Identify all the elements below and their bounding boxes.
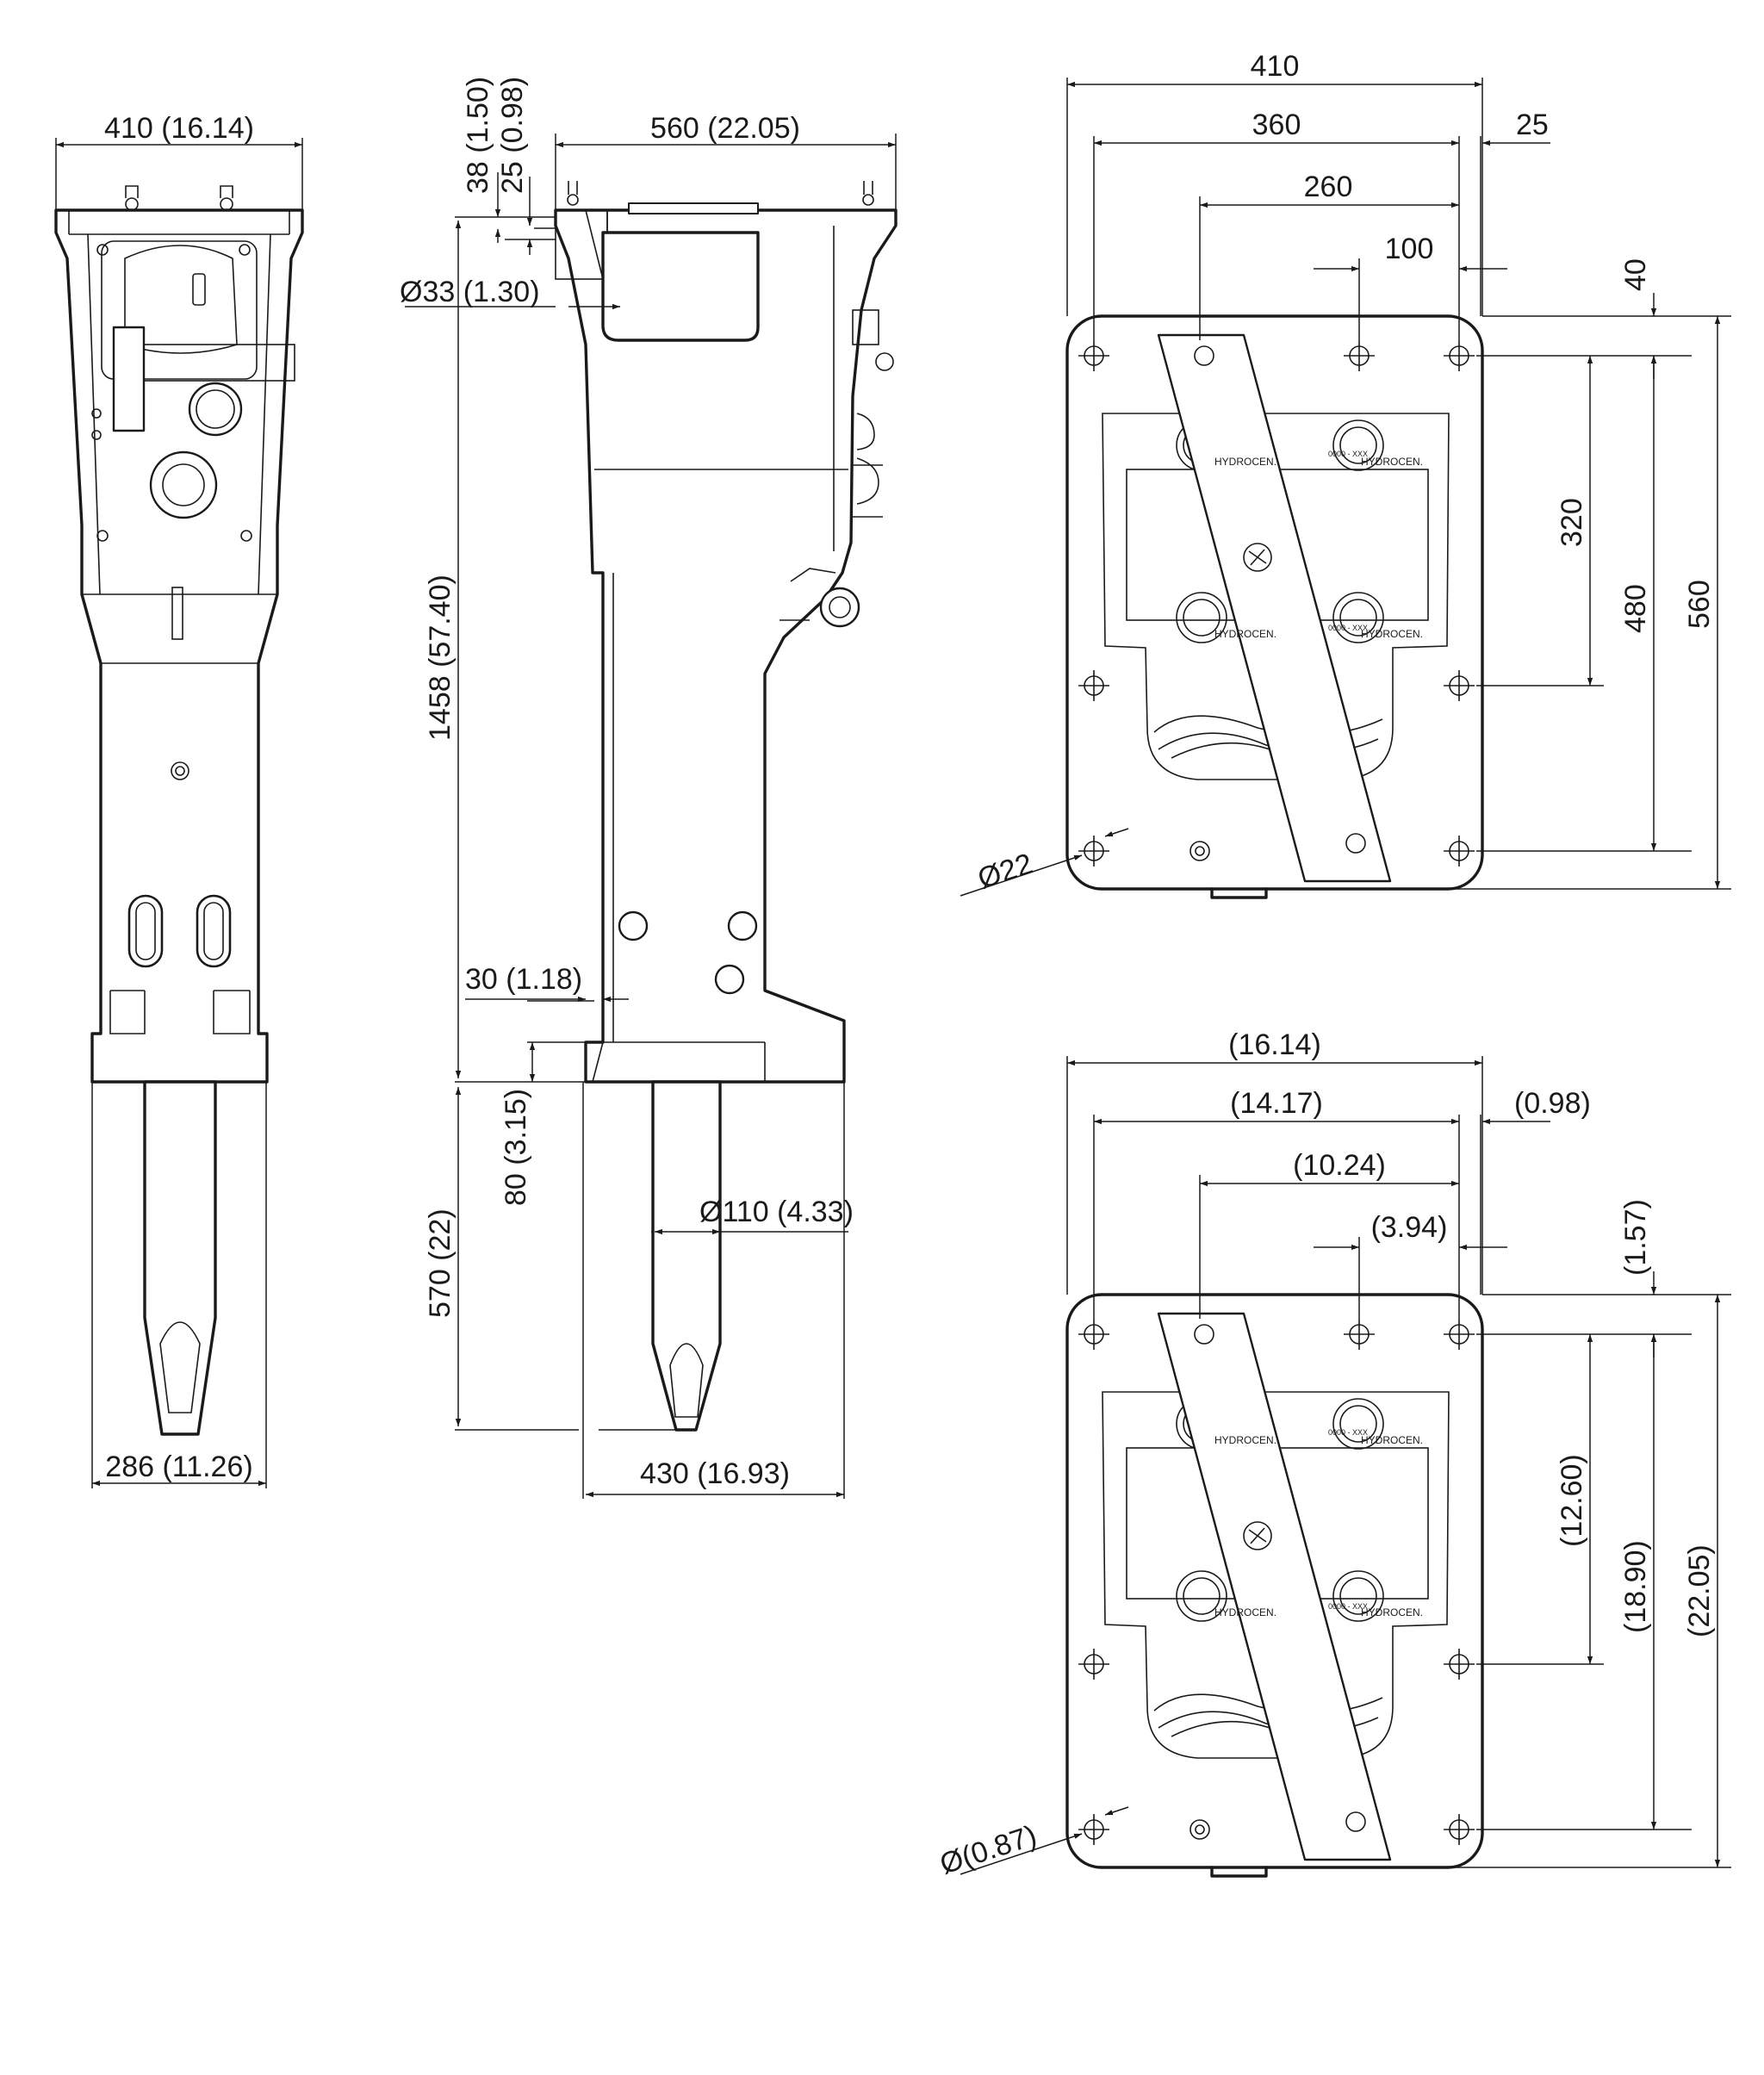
plate-edge-offset: 25 [1516,109,1549,141]
code-br: 0000 - XXX [1328,624,1368,632]
plate-overall-width: 410 [1251,50,1300,83]
plate-top-offset: 40 [1619,258,1652,291]
front-view: 410 (16.14) 286 (11.26) [54,112,304,1488]
side-tool-length: 570 (22) [424,1208,457,1318]
side-wall: 30 (1.18) [465,963,582,996]
side-body-height: 1458 (57.40) [424,575,457,741]
plate-overall-height: (22.05) [1683,1544,1716,1637]
plate-hole-span-2: 480 [1619,584,1652,633]
stamp-br: HYDROCEN. [1361,628,1423,640]
stamp-bl: HYDROCEN. [1214,1606,1276,1618]
code-br: 0000 - XXX [1328,1602,1368,1611]
plate-hole-span-2: (18.90) [1619,1540,1652,1633]
side-collar: 80 (3.15) [500,1089,532,1206]
plate-edge-offset: (0.98) [1514,1087,1591,1120]
plate-inner-span: (10.24) [1293,1149,1386,1182]
code-tr: 0000 - XXX [1328,1428,1368,1437]
mounting-plate-in: HYDROCEN. HYDROCEN. HYDROCEN. HYDROCEN. … [936,1028,1733,1881]
code-tr: 0000 - XXX [1328,450,1368,458]
plate-overall-width: (16.14) [1228,1028,1321,1061]
stamp-tl: HYDROCEN. [1214,1434,1276,1446]
stamp-tl: HYDROCEN. [1214,456,1276,468]
plate-inner-span: 260 [1304,171,1353,203]
plate-center-offset: (3.94) [1371,1211,1448,1244]
plate-bolt-span: (14.17) [1230,1087,1323,1120]
side-view: 560 (22.05) 38 (1.50) 25 (0.98) Ø33 (1.3… [400,77,898,1499]
side-top-length: 560 (22.05) [650,112,800,145]
stamp-bl: HYDROCEN. [1214,628,1276,640]
plate-overall-height: 560 [1683,580,1716,629]
stamp-tr: HYDROCEN. [1361,456,1423,468]
side-flange-1: 38 (1.50) [462,77,494,194]
plate-hole-dia: Ø(0.87) [936,1819,1040,1881]
stamp-tr: HYDROCEN. [1361,1434,1423,1446]
plate-top-offset: (1.57) [1619,1199,1652,1276]
side-tool-dia: Ø110 (4.33) [699,1196,854,1228]
side-pin-dia: Ø33 (1.30) [400,276,540,308]
front-top-width: 410 (16.14) [104,112,254,145]
plate-bolt-span: 360 [1252,109,1301,141]
front-bottom-width: 286 (11.26) [105,1451,252,1483]
side-base-width: 430 (16.93) [640,1457,790,1490]
plate-hole-dia: Ø22 [974,848,1037,896]
mounting-plate-mm: HYDROCEN. HYDROCEN. HYDROCEN. HYDROCEN. … [960,50,1733,899]
stamp-br: HYDROCEN. [1361,1606,1423,1618]
plate-hole-span-1: 320 [1556,498,1588,547]
plate-hole-span-1: (12.60) [1556,1454,1588,1547]
plate-center-offset: 100 [1385,233,1434,265]
side-flange-2: 25 (0.98) [496,77,529,194]
